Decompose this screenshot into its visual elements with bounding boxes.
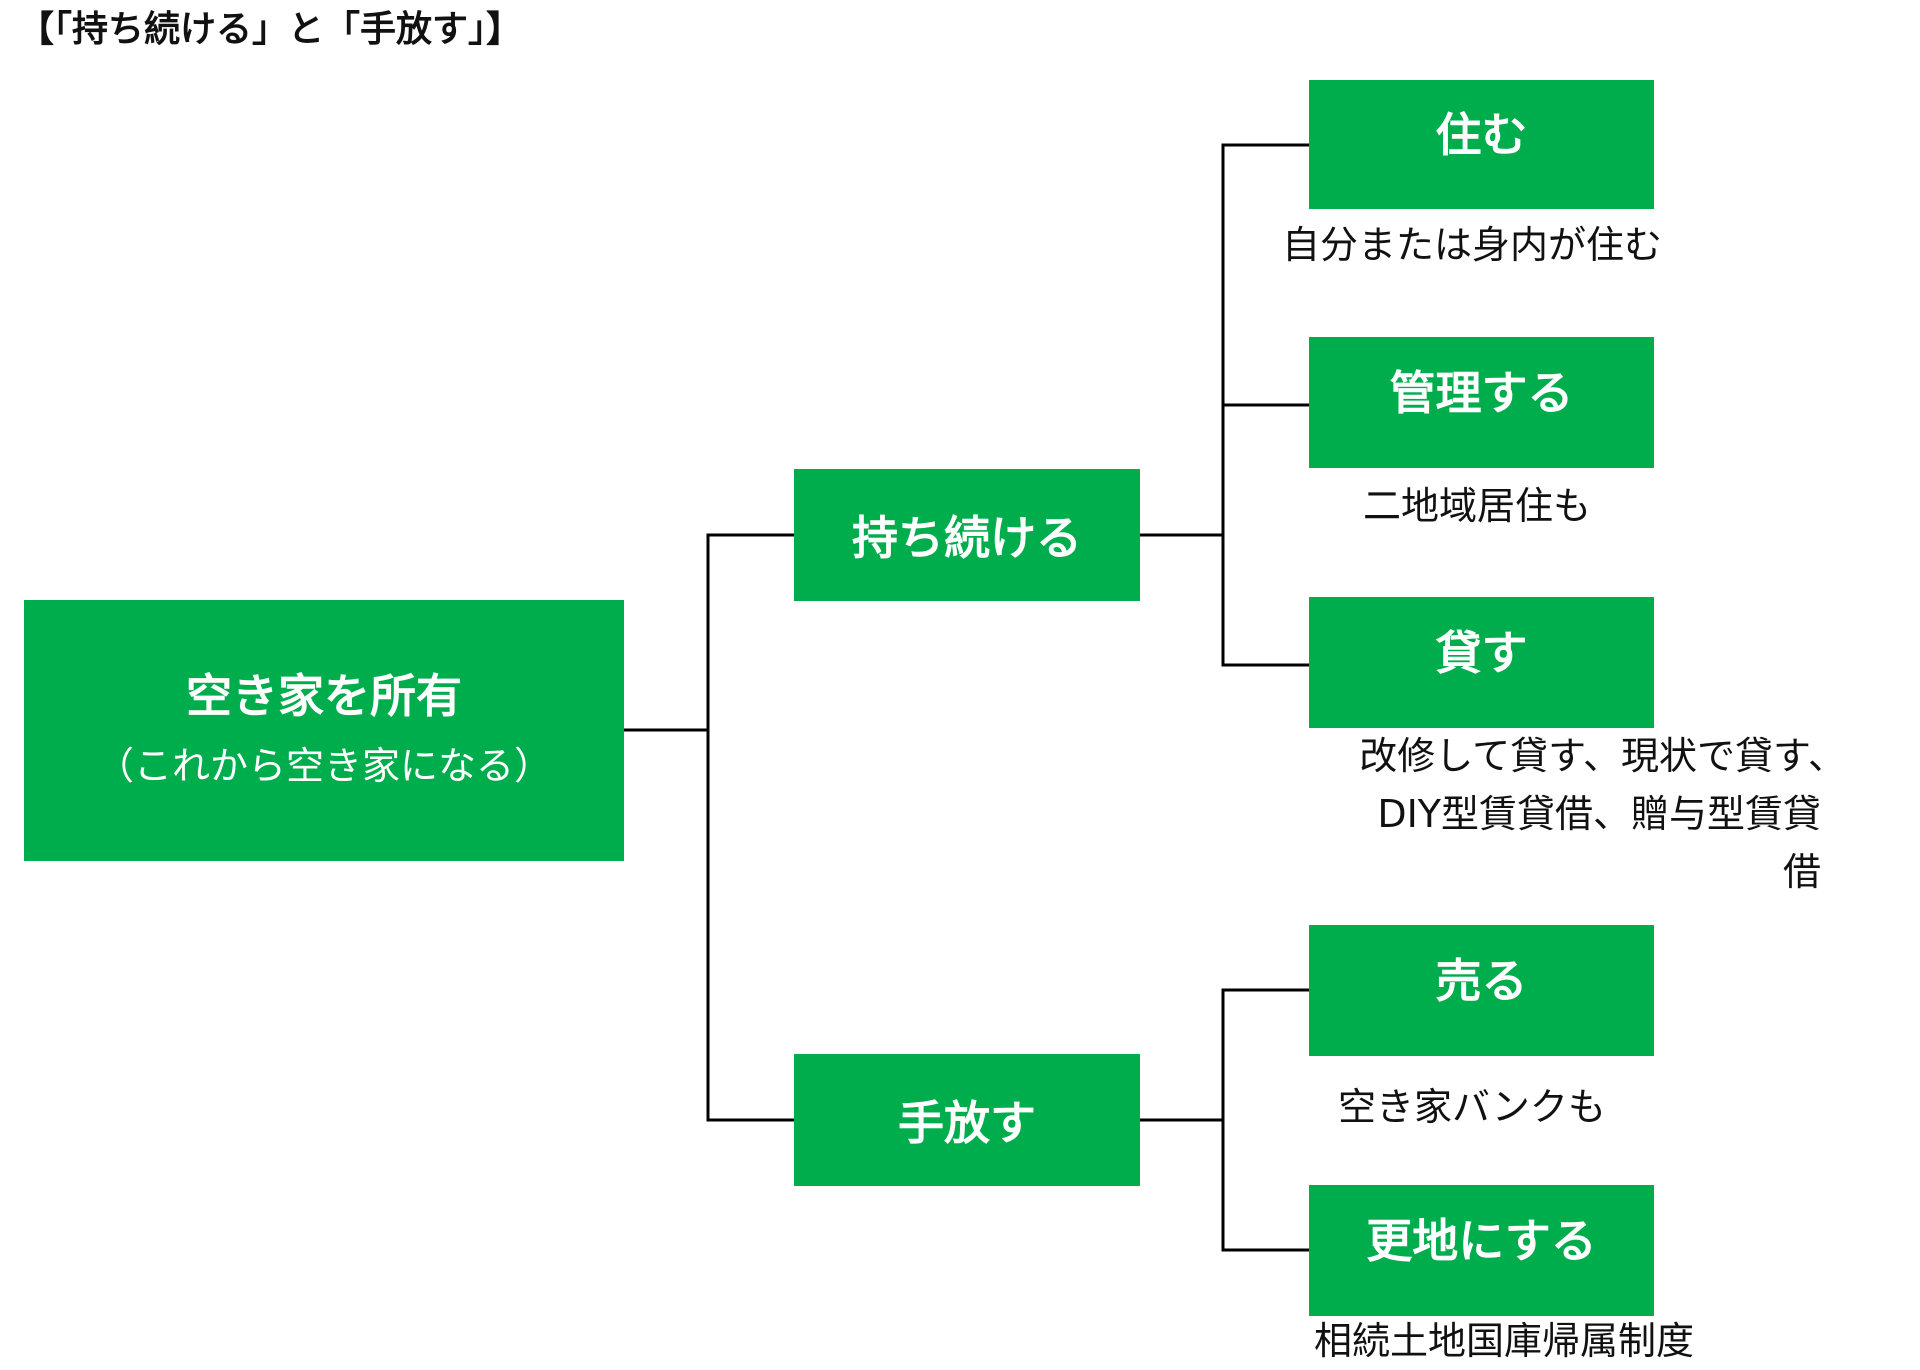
root-node-owned-vacant-house: 空き家を所有 （これから空き家になる）: [24, 600, 624, 861]
note-live: 自分または身内が住む: [1282, 223, 1663, 267]
note-rent-line-3: 借: [1782, 850, 1821, 894]
node-sell: 売る: [1309, 925, 1654, 1056]
page-title: 【「持ち続ける」と「手放す」】: [18, 9, 523, 50]
note-rent: 改修して貸す、現状で貸す、 DIY型賃貸借、贈与型賃貸 借: [1316, 727, 1846, 901]
root-sublabel: （これから空き家になる）: [95, 743, 552, 788]
node-release: 手放す: [794, 1054, 1140, 1186]
note-rent-line-2: DIY型賃貸借、贈与型賃貸: [1377, 792, 1821, 836]
note-rent-line-1: 改修して貸す、現状で貸す、: [1359, 734, 1846, 778]
node-manage: 管理する: [1309, 337, 1654, 468]
node-vacant-lot: 更地にする: [1309, 1185, 1654, 1316]
node-rent: 貸す: [1309, 597, 1654, 728]
node-live: 住む: [1309, 80, 1654, 209]
note-vacant-lot: 相続土地国庫帰属制度: [1314, 1319, 1695, 1363]
root-label: 空き家を所有: [186, 668, 462, 723]
node-keep: 持ち続ける: [794, 469, 1140, 601]
note-sell: 空き家バンクも: [1338, 1085, 1606, 1129]
note-manage: 二地域居住も: [1363, 484, 1592, 528]
